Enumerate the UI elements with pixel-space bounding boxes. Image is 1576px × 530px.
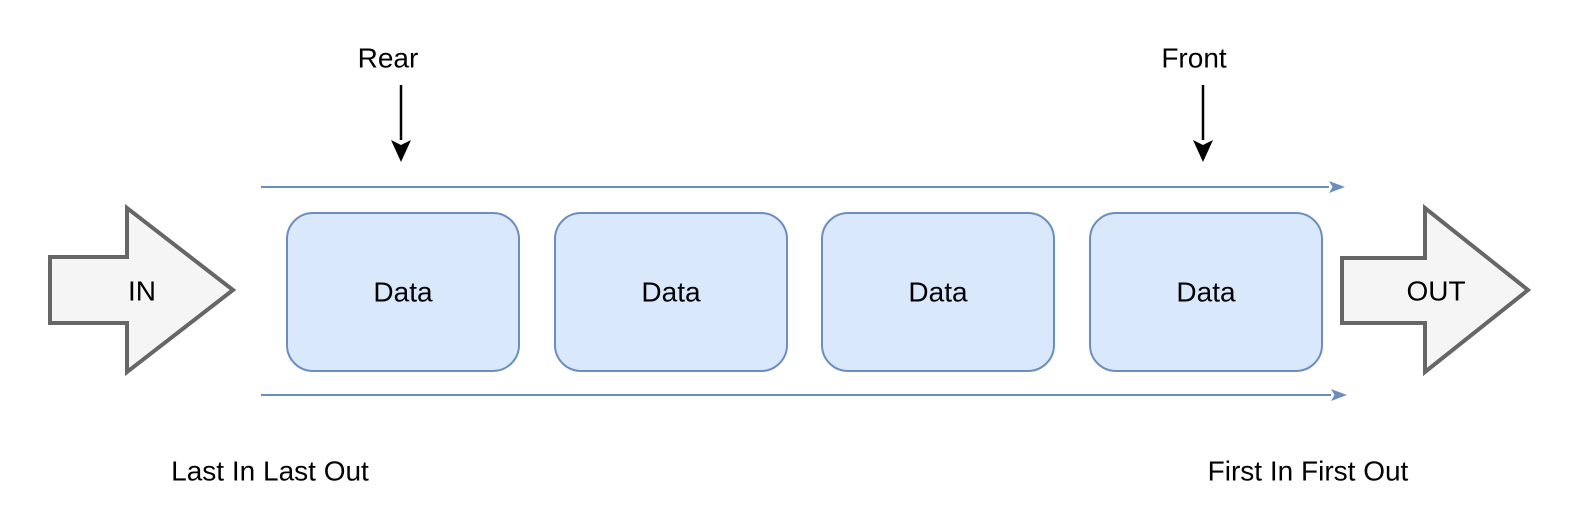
front-label: Front bbox=[1161, 43, 1227, 74]
queue-cell bbox=[286, 212, 520, 372]
in-arrow-label: IN bbox=[128, 276, 156, 307]
queue-cell-label: Data bbox=[1176, 277, 1236, 308]
queue-cell bbox=[1089, 212, 1323, 372]
queue-cell-label: Data bbox=[373, 277, 433, 308]
queue-cell bbox=[821, 212, 1055, 372]
lilo-caption: Last In Last Out bbox=[171, 456, 369, 487]
fifo-caption: First In First Out bbox=[1208, 456, 1409, 487]
rear-label: Rear bbox=[358, 43, 419, 74]
queue-cell bbox=[554, 212, 788, 372]
in-arrow-shape bbox=[48, 203, 237, 377]
out-arrow-label: OUT bbox=[1406, 276, 1465, 307]
queue-cell-label: Data bbox=[641, 277, 701, 308]
out-arrow-shape bbox=[1340, 203, 1532, 377]
queue-cell-label: Data bbox=[908, 277, 968, 308]
